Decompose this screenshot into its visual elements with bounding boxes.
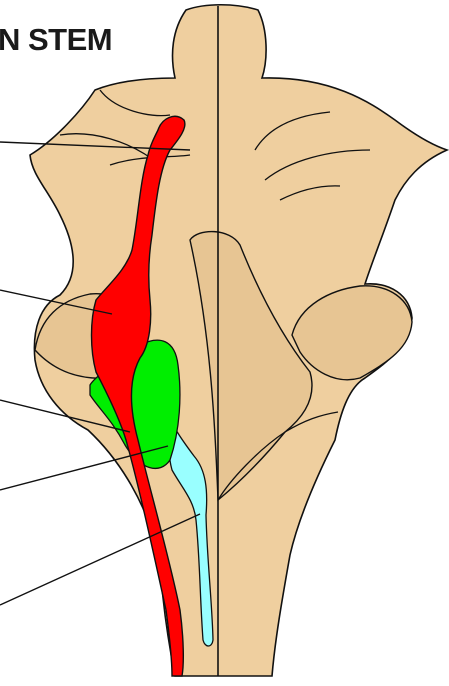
brainstem-diagram — [0, 0, 449, 686]
